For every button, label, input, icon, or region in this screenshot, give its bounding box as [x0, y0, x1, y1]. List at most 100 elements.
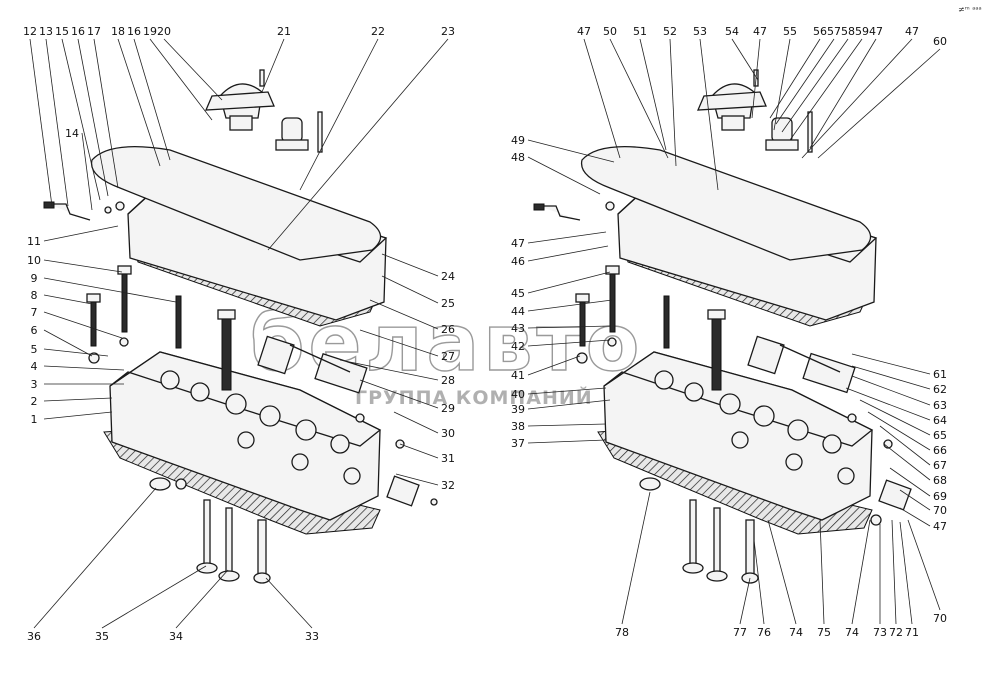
right-part-label: 47 [511, 237, 525, 250]
left-part-label: 16 [127, 25, 141, 38]
right-part-label: 56 [813, 25, 827, 38]
left-leader-line [43, 365, 125, 371]
left-part-label: 11 [27, 235, 41, 248]
right-part-label: 50 [603, 25, 617, 38]
watermark-subtitle: ГРУППА КОМПАНИЙ [355, 386, 593, 409]
right-leader-line [751, 38, 761, 119]
right-part-label: 47 [753, 25, 767, 38]
left-leader-line [43, 225, 119, 242]
right-part-label: 76 [757, 626, 771, 639]
right-leader-line [899, 521, 913, 625]
right-part-label: 59 [855, 25, 869, 38]
right-leader-line [809, 38, 877, 149]
left-part-label: 31 [441, 452, 455, 465]
right-head-ports [654, 370, 855, 485]
right-part-label: 51 [633, 25, 647, 38]
left-part-label: 6 [31, 324, 38, 337]
left-leader-line [43, 294, 93, 305]
left-breather [204, 69, 323, 153]
left-part-label: 21 [277, 25, 291, 38]
left-leader-line [393, 411, 439, 434]
left-head-ports [160, 370, 361, 485]
right-leader-line [527, 387, 607, 395]
left-part-label: 29 [441, 402, 455, 415]
right-leader-line [789, 38, 863, 141]
right-part-label: 70 [933, 612, 947, 625]
right-leader-line [773, 38, 791, 131]
left-leader-line [43, 329, 93, 357]
left-part-label: 8 [31, 289, 38, 302]
right-leader-line [583, 38, 621, 159]
right-part-label: 52 [663, 25, 677, 38]
left-part-label: 26 [441, 323, 455, 336]
right-part-label: 65 [933, 429, 947, 442]
right-leader-line [851, 365, 931, 390]
left-leader-line [43, 259, 123, 273]
right-part-label: 48 [511, 151, 525, 164]
right-part-label: 72 [889, 626, 903, 639]
right-part-label: 41 [511, 369, 525, 382]
right-leader-line [889, 467, 931, 497]
right-part-label: 45 [511, 287, 525, 300]
left-leader-line [175, 569, 229, 629]
left-leader-line [61, 38, 101, 201]
right-leader-line [609, 38, 669, 159]
left-part-label: 25 [441, 297, 455, 310]
left-part-label: 27 [441, 350, 455, 363]
right-leader-line [731, 38, 759, 81]
right-leader-line [527, 399, 611, 410]
left-part-label: 5 [31, 343, 38, 356]
right-part-label: 67 [933, 459, 947, 472]
left-leader-line [33, 487, 157, 629]
left-part-label: 10 [27, 254, 41, 267]
left-leader-line [265, 577, 313, 629]
right-breather [696, 69, 813, 153]
right-small-parts [533, 201, 893, 449]
left-part-label: 24 [441, 270, 455, 283]
right-leader-line [891, 519, 897, 625]
right-leader-line [527, 156, 601, 195]
right-leader-line [767, 519, 797, 625]
right-leader-line [527, 439, 607, 444]
right-bolts [575, 265, 726, 391]
right-part-label: 74 [845, 626, 859, 639]
left-leader-line [81, 132, 93, 211]
right-part-label: 47 [869, 25, 883, 38]
right-leader-line [775, 38, 835, 125]
left-leader-line [133, 38, 171, 161]
left-leader-line [29, 38, 53, 207]
left-leader-line [359, 379, 439, 409]
right-part-label: 57 [827, 25, 841, 38]
left-part-label: 15 [55, 25, 69, 38]
right-part-label: 71 [905, 626, 919, 639]
left-part-label: 7 [31, 306, 38, 319]
left-leader-line [43, 411, 113, 420]
left-leader-line [299, 38, 379, 191]
left-leader-line [93, 38, 119, 189]
right-leader-line [621, 491, 651, 625]
right-leader-line [851, 353, 931, 375]
left-leader-line [399, 443, 439, 459]
right-part-label: 60 [933, 35, 947, 48]
left-part-label: 4 [31, 360, 38, 373]
right-leader-line [527, 231, 607, 244]
right-leader-line [527, 139, 615, 163]
right-part-label: 38 [511, 420, 525, 433]
left-part-label: 20 [157, 25, 171, 38]
left-part-label: 9 [31, 272, 38, 285]
right-assembly [533, 69, 912, 584]
left-leader-line [261, 38, 285, 93]
left-leader-line [163, 38, 223, 101]
left-part-label: 32 [441, 479, 455, 492]
left-part-label: 12 [23, 25, 37, 38]
left-manifold [90, 146, 382, 261]
leader-lines [29, 38, 941, 629]
right-part-label: 78 [615, 626, 629, 639]
right-leader-line [527, 245, 609, 262]
left-leader-line [45, 38, 69, 207]
left-part-label: 17 [87, 25, 101, 38]
right-part-label: 61 [933, 368, 947, 381]
left-valves [149, 477, 271, 584]
right-part-label: 46 [511, 255, 525, 268]
